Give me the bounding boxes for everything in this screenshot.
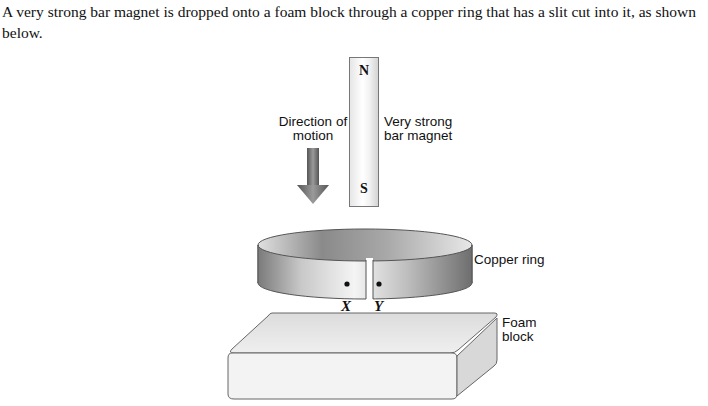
copper-ring <box>258 229 472 302</box>
point-label: X <box>341 298 351 314</box>
ring-label: Copper ring <box>474 253 545 267</box>
motion-arrow <box>297 148 329 204</box>
bar-magnet: NS <box>349 57 379 207</box>
magnet-label: Very strong bar magnet <box>384 115 470 143</box>
motion-label: Direction of motion <box>271 115 355 143</box>
pole-letter: S <box>360 181 368 196</box>
pole-letter: N <box>359 63 369 78</box>
point-label: Y <box>374 298 383 314</box>
foam-block <box>228 313 497 399</box>
question-text: A very strong bar magnet is dropped onto… <box>2 1 706 43</box>
foam-label: Foam block <box>502 316 548 344</box>
